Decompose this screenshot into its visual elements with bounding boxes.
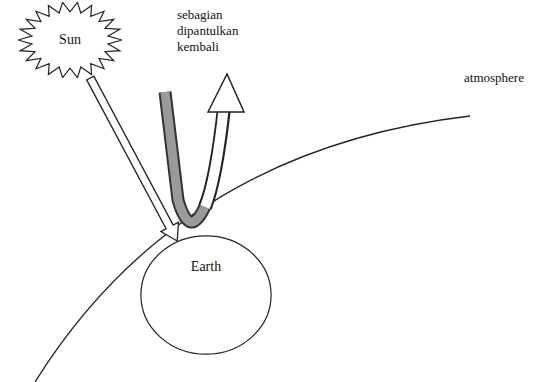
sun-star: Sun [18, 2, 122, 78]
earth-ellipse-outline [140, 235, 272, 355]
node-text: Earth [140, 259, 272, 275]
earth-ellipse: Earth [140, 235, 272, 355]
earth-ellipse-shape [141, 236, 271, 354]
sun-star-shape [18, 2, 122, 77]
reflected-arrowhead [208, 74, 244, 112]
note-text: sebagian dipantulkan kembali [177, 7, 259, 55]
reflected-shaft [205, 106, 224, 207]
radiation-arrow [87, 76, 179, 241]
atmosphere-arc [35, 116, 470, 382]
region-label: atmosphere [464, 70, 536, 86]
node-text: Sun [18, 32, 122, 48]
